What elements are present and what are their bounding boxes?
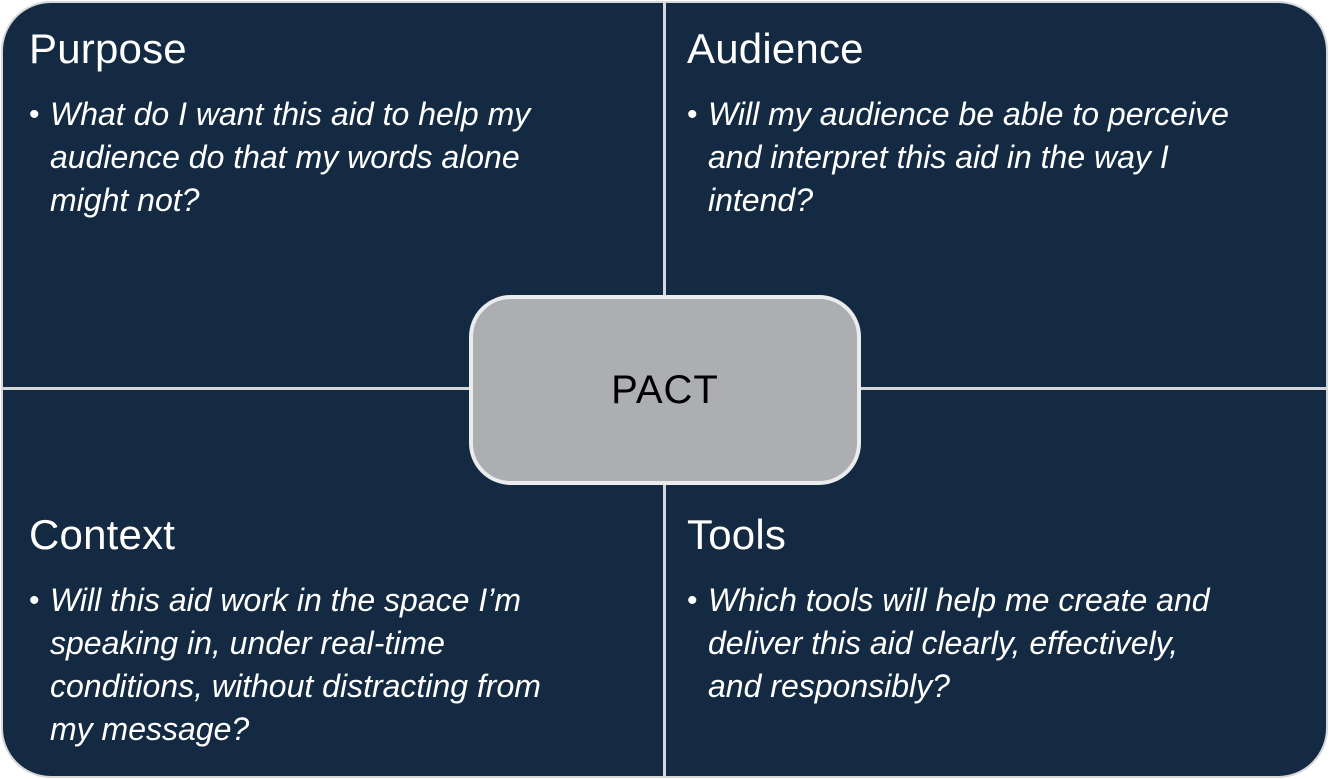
audience-line: Will my audience be able to perceive — [708, 96, 1229, 132]
tools-line: deliver this aid clearly, effectively, — [708, 625, 1179, 661]
bullet-marker: • — [687, 584, 698, 617]
audience-bullet: • Will my audience be able to perceive a… — [687, 93, 1302, 222]
context-title: Context — [29, 511, 176, 558]
context-line: speaking in, under real-time — [50, 625, 445, 661]
bullet-marker: • — [29, 98, 40, 131]
tools-line: Which tools will help me create and — [708, 582, 1210, 618]
purpose-bullet: • What do I want this aid to help my aud… — [29, 93, 629, 222]
tools-line: and responsibly? — [708, 668, 950, 704]
audience-line: and interpret this aid in the way I — [708, 139, 1169, 175]
context-bullet-text: Will this aid work in the space I’m spea… — [50, 579, 644, 751]
pact-center-box: PACT — [469, 295, 861, 485]
bullet-marker: • — [687, 98, 698, 131]
audience-line: intend? — [708, 182, 813, 218]
context-line: my message? — [50, 711, 250, 747]
purpose-line: What do I want this aid to help my — [50, 96, 531, 132]
quadrant-audience: Audience • Will my audience be able to p… — [687, 23, 1302, 222]
tools-title: Tools — [687, 511, 787, 558]
quadrant-tools: Tools • Which tools will help me create … — [687, 509, 1302, 708]
purpose-title: Purpose — [29, 25, 187, 72]
purpose-bullet-text: What do I want this aid to help my audie… — [50, 93, 629, 222]
context-bullet: • Will this aid work in the space I’m sp… — [29, 579, 644, 751]
context-line: Will this aid work in the space I’m — [50, 582, 521, 618]
audience-bullet-text: Will my audience be able to perceive and… — [708, 93, 1302, 222]
tools-bullet-text: Which tools will help me create and deli… — [708, 579, 1302, 708]
bullet-marker: • — [29, 584, 40, 617]
audience-title: Audience — [687, 25, 864, 72]
quadrant-context: Context • Will this aid work in the spac… — [29, 509, 644, 751]
pact-center-label: PACT — [611, 367, 719, 412]
purpose-line: might not? — [50, 182, 200, 218]
quadrant-purpose: Purpose • What do I want this aid to hel… — [29, 23, 629, 222]
context-line: conditions, without distracting from — [50, 668, 541, 704]
tools-bullet: • Which tools will help me create and de… — [687, 579, 1302, 708]
purpose-line: audience do that my words alone — [50, 139, 520, 175]
